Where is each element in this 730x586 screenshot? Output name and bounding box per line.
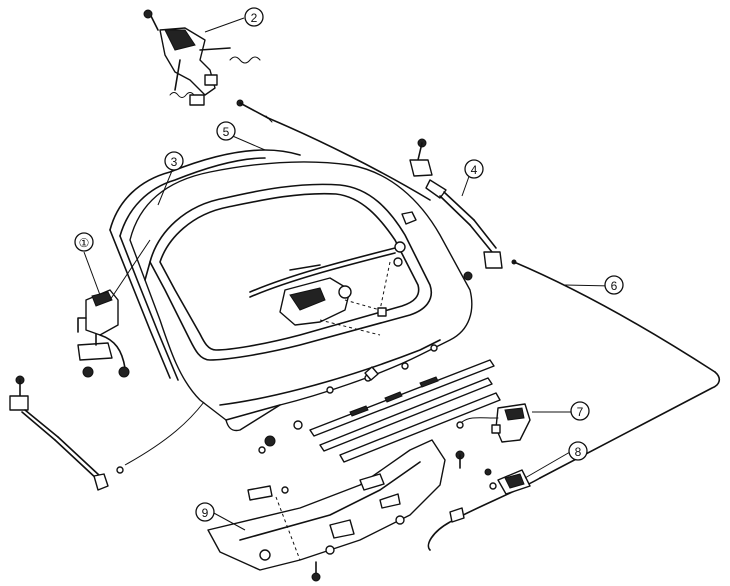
callout-3: 3 — [164, 151, 184, 171]
svg-text:7: 7 — [577, 405, 584, 419]
right-gas-strut-part-4 — [401, 138, 503, 281]
leader-lines — [83, 17, 613, 531]
svg-text:2: 2 — [251, 11, 258, 25]
left-gas-strut — [9, 375, 124, 491]
callout-5: 5 — [216, 121, 236, 141]
wiper-assembly — [249, 241, 406, 336]
striker-part-8 — [455, 450, 531, 495]
svg-text:①: ① — [79, 236, 90, 250]
svg-text:9: 9 — [202, 506, 209, 520]
svg-text:5: 5 — [223, 125, 230, 139]
svg-text:3: 3 — [171, 155, 178, 169]
callout-6: 6 — [604, 275, 624, 295]
callout-9: 9 — [195, 502, 215, 522]
weatherstrip-part-3 — [109, 149, 301, 381]
svg-text:8: 8 — [575, 445, 582, 459]
svg-text:6: 6 — [611, 279, 618, 293]
latch-part-7 — [456, 403, 531, 443]
latch-assembly-part-2 — [143, 9, 261, 106]
callouts: ① 2 3 4 5 6 7 8 — [74, 7, 624, 522]
callout-7: 7 — [570, 401, 590, 421]
callout-2: 2 — [244, 7, 264, 27]
svg-text:4: 4 — [471, 163, 478, 177]
release-cable-part-6 — [427, 259, 721, 551]
hinge-part-1 — [77, 289, 130, 378]
trim-panel-part-9 — [207, 439, 446, 582]
release-cable-part-5 — [236, 99, 431, 201]
garnish-strips — [258, 359, 501, 463]
callout-8: 8 — [568, 441, 588, 461]
callout-1: ① — [74, 232, 94, 252]
callout-4: 4 — [464, 159, 484, 179]
